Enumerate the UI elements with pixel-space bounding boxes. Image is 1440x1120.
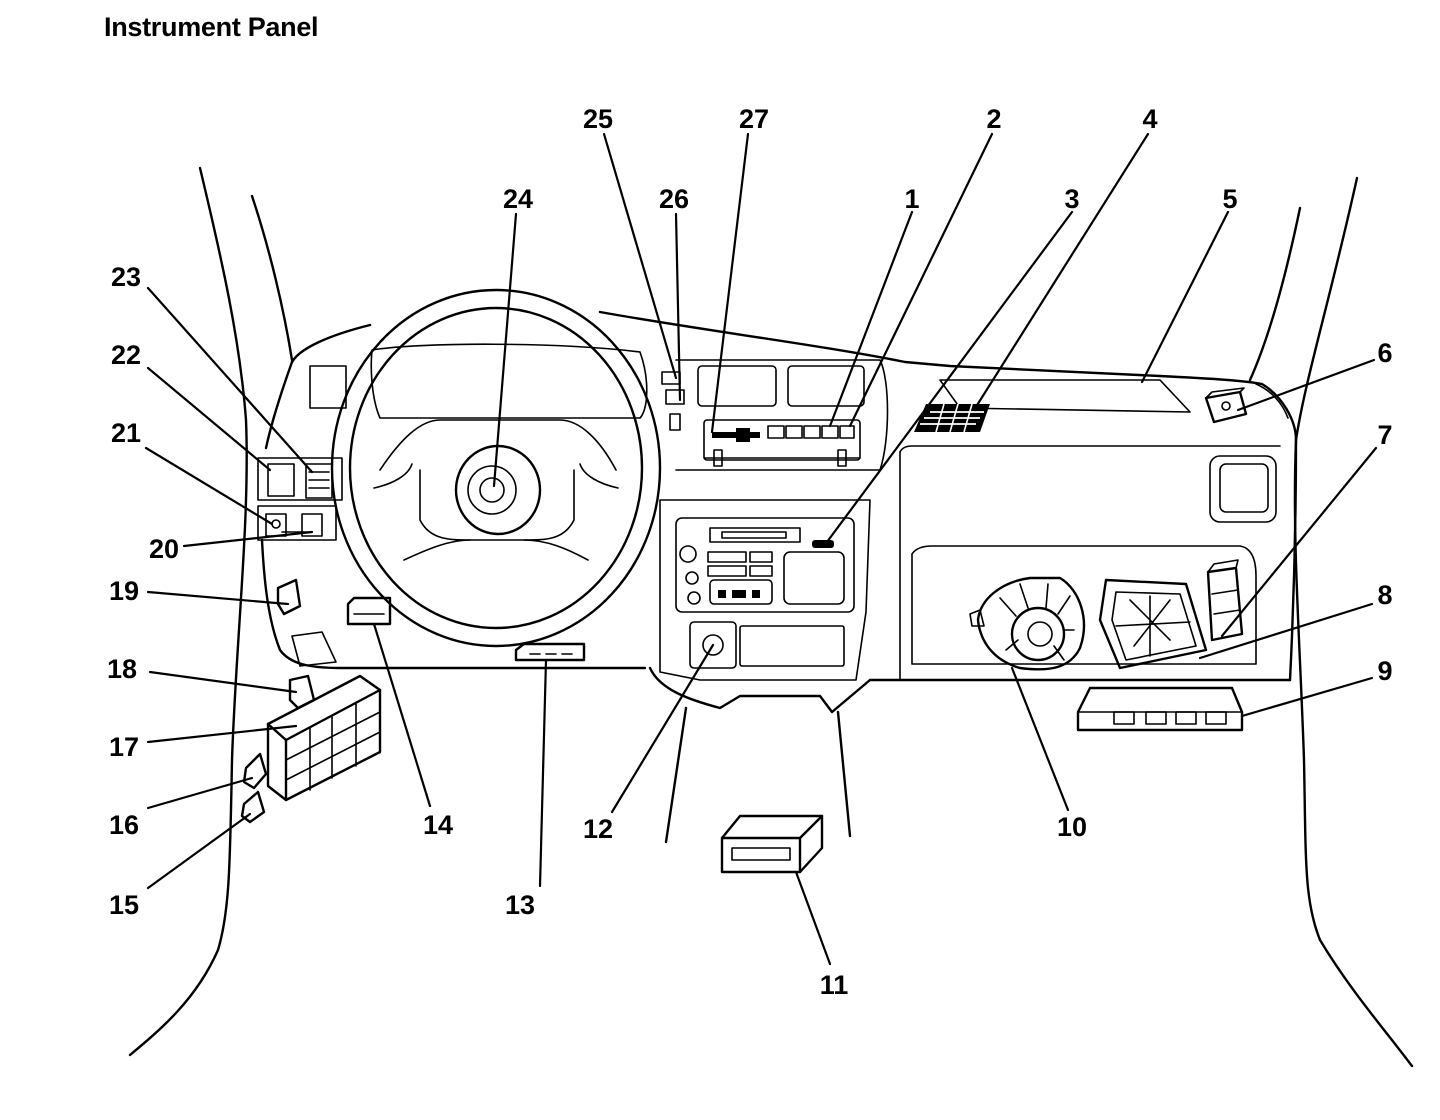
callout-10: 10 (1057, 812, 1087, 842)
vent-grille (914, 403, 990, 433)
callout-17: 17 (109, 732, 139, 762)
callout-4: 4 (1142, 104, 1157, 134)
callout-12: 12 (583, 814, 613, 844)
callout-13: 13 (505, 890, 535, 920)
callout-20: 20 (149, 534, 179, 564)
callout-18: 18 (107, 654, 137, 684)
callout-7: 7 (1377, 420, 1392, 450)
callout-1: 1 (904, 184, 919, 214)
callout-8: 8 (1377, 580, 1392, 610)
callout-2: 2 (986, 104, 1001, 134)
callout-5: 5 (1222, 184, 1237, 214)
body-outline (128, 166, 1414, 1068)
dashboard (257, 310, 1298, 844)
page-title: Instrument Panel (104, 12, 319, 42)
callout-16: 16 (109, 810, 139, 840)
callout-3: 3 (1064, 184, 1079, 214)
callout-labels: 1 2 3 4 5 6 7 8 9 10 11 12 13 14 15 16 1… (107, 104, 1393, 1000)
callout-11: 11 (820, 970, 849, 1000)
callout-23: 23 (111, 262, 141, 292)
callout-15: 15 (109, 890, 139, 920)
callout-6: 6 (1377, 338, 1392, 368)
callout-25: 25 (583, 104, 613, 134)
callout-22: 22 (111, 340, 141, 370)
callout-19: 19 (109, 576, 139, 606)
callout-21: 21 (111, 418, 141, 448)
callout-27: 27 (739, 104, 769, 134)
components (240, 387, 1248, 874)
leader-lines (144, 132, 1378, 966)
callout-26: 26 (659, 184, 689, 214)
callout-9: 9 (1377, 656, 1392, 686)
callout-14: 14 (423, 810, 453, 840)
callout-24: 24 (503, 184, 533, 214)
